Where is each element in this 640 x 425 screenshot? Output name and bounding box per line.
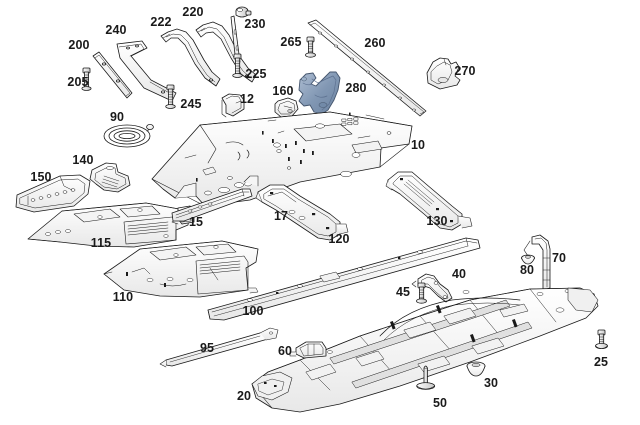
part-label-245: 245: [180, 96, 202, 111]
part-label-60: 60: [277, 343, 293, 358]
part-label-220: 220: [182, 4, 204, 19]
part-260: [307, 19, 427, 117]
part-270: [426, 57, 461, 90]
part-label-40: 40: [451, 266, 467, 281]
part-label-100: 100: [242, 303, 264, 318]
part-label-270: 270: [454, 63, 476, 78]
part-label-230: 230: [244, 16, 266, 31]
part-110: [103, 240, 259, 298]
part-280: [298, 71, 341, 115]
part-label-45: 45: [395, 284, 411, 299]
part-label-15: 15: [188, 214, 204, 229]
part-label-30: 30: [483, 375, 499, 390]
part-245: [165, 84, 176, 109]
part-220: [195, 21, 257, 83]
part-50: [416, 365, 436, 390]
part-label-265: 265: [280, 34, 302, 49]
part-label-280: 280: [345, 80, 367, 95]
part-label-240: 240: [105, 22, 127, 37]
part-115: [27, 202, 191, 248]
part-label-222: 222: [150, 14, 172, 29]
part-label-70: 70: [551, 250, 567, 265]
part-150: [15, 174, 91, 213]
part-30: [466, 361, 486, 377]
part-label-260: 260: [364, 35, 386, 50]
part-225: [232, 53, 243, 78]
part-label-25: 25: [593, 354, 609, 369]
part-label-50: 50: [432, 395, 448, 410]
part-140: [89, 162, 131, 193]
part-160: [274, 97, 299, 118]
part-130: [385, 171, 473, 231]
part-label-110: 110: [112, 289, 134, 304]
part-label-20: 20: [236, 388, 252, 403]
part-label-200: 200: [68, 37, 90, 52]
part-label-225: 225: [245, 66, 267, 81]
part-95: [159, 327, 279, 368]
part-25: [595, 329, 608, 349]
part-90: [103, 124, 154, 148]
part-label-120: 120: [328, 231, 350, 246]
part-265: [305, 36, 316, 58]
part-label-115: 115: [90, 235, 112, 250]
part-17: [171, 188, 253, 222]
part-label-95: 95: [199, 340, 215, 355]
part-12: [221, 93, 245, 118]
part-230: [235, 6, 252, 18]
part-label-90: 90: [109, 109, 125, 124]
part-label-17: 17: [273, 208, 289, 223]
part-120: [255, 184, 349, 241]
part-label-10: 10: [410, 137, 426, 152]
part-label-12: 12: [239, 91, 255, 106]
part-label-140: 140: [72, 152, 94, 167]
part-230-rod: [230, 15, 241, 65]
part-label-130: 130: [426, 213, 448, 228]
part-10: [151, 111, 413, 207]
part-100: [207, 237, 481, 321]
part-222: [160, 28, 221, 87]
part-45: [416, 282, 427, 304]
part-label-150: 150: [30, 169, 52, 184]
part-label-160: 160: [272, 83, 294, 98]
part-60: [289, 341, 327, 359]
part-label-205: 205: [67, 74, 89, 89]
part-205: [81, 67, 92, 91]
part-80: [521, 254, 535, 265]
part-label-80: 80: [519, 262, 535, 277]
part-200: [92, 51, 133, 99]
